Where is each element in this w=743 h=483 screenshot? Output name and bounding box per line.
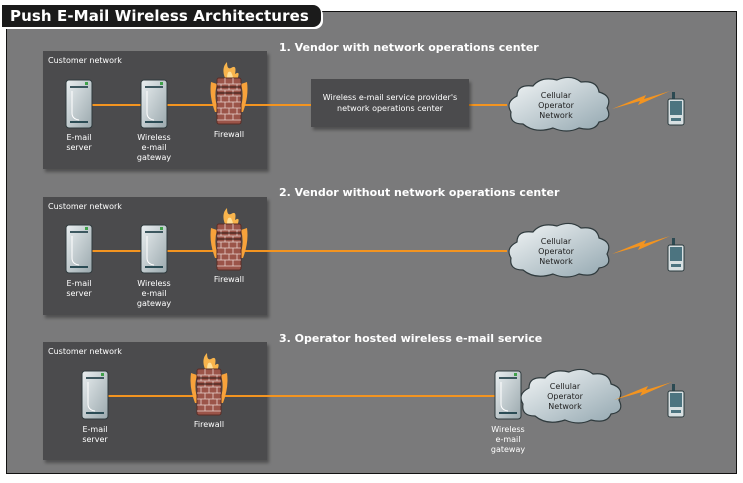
diagram-frame: 1. Vendor with network operations center… bbox=[6, 11, 737, 474]
server-icon bbox=[65, 79, 93, 129]
firewall-icon bbox=[187, 353, 231, 417]
noc-box: Wireless e-mail service provider's netwo… bbox=[311, 79, 469, 127]
panel-label: Customer network bbox=[48, 347, 122, 356]
firewall-label: Firewall bbox=[213, 275, 245, 284]
cloud-label: Cellular Operator Network bbox=[538, 91, 574, 120]
section-1-title: 1. Vendor with network operations center bbox=[279, 41, 539, 54]
section-2-title: 2. Vendor without network operations cen… bbox=[279, 186, 560, 199]
email-server-label: E-mail server bbox=[82, 425, 108, 444]
cloud-label: Cellular Operator Network bbox=[538, 237, 574, 266]
handheld-device-icon bbox=[667, 384, 685, 418]
handheld-device-icon bbox=[667, 92, 685, 126]
panel-label: Customer network bbox=[48, 56, 122, 65]
connection-line bbox=[87, 250, 507, 252]
wireless-bolt-icon bbox=[614, 380, 674, 402]
server-icon bbox=[81, 370, 109, 420]
firewall-label: Firewall bbox=[213, 130, 245, 139]
handheld-device-icon bbox=[667, 238, 685, 272]
firewall-label: Firewall bbox=[193, 420, 225, 429]
email-server-label: E-mail server bbox=[66, 279, 92, 298]
cloud-label: Cellular Operator Network bbox=[547, 382, 583, 411]
panel-label: Customer network bbox=[48, 202, 122, 211]
wireless-bolt-icon bbox=[612, 234, 672, 256]
section-3-title: 3. Operator hosted wireless e-mail servi… bbox=[279, 332, 543, 345]
diagram-title: Push E-Mail Wireless Architectures bbox=[2, 5, 321, 27]
firewall-icon bbox=[207, 208, 251, 272]
server-icon bbox=[140, 224, 168, 274]
server-icon bbox=[494, 370, 522, 420]
gateway-label: Wireless e-mail gateway bbox=[136, 133, 172, 162]
server-icon bbox=[140, 79, 168, 129]
gateway-label: Wireless e-mail gateway bbox=[490, 425, 526, 454]
gateway-label: Wireless e-mail gateway bbox=[136, 279, 172, 308]
customer-network-panel: Customer network bbox=[43, 342, 267, 460]
firewall-icon bbox=[207, 62, 251, 126]
connection-line bbox=[103, 395, 503, 397]
server-icon bbox=[65, 224, 93, 274]
connection-line bbox=[87, 104, 507, 106]
wireless-bolt-icon bbox=[612, 89, 672, 111]
email-server-label: E-mail server bbox=[66, 133, 92, 152]
